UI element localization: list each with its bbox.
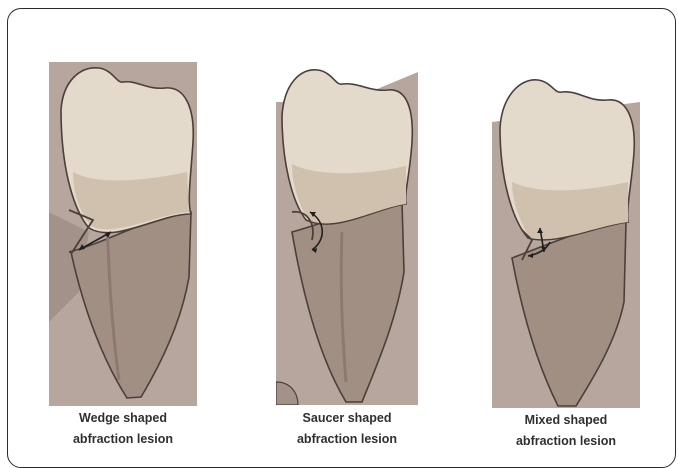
caption-saucer-line2: abfraction lesion	[276, 429, 418, 450]
caption-wedge-line2: abfraction lesion	[49, 429, 197, 450]
panel-wedge-tooth	[49, 62, 197, 406]
caption-saucer: Saucer shaped abfraction lesion	[276, 408, 418, 450]
caption-wedge: Wedge shaped abfraction lesion	[49, 408, 197, 450]
caption-mixed-line2: abfraction lesion	[492, 431, 640, 452]
wedge-tooth-illustration	[49, 62, 197, 406]
saucer-tooth-illustration	[276, 62, 418, 405]
mixed-tooth-illustration	[492, 62, 640, 408]
panel-mixed-tooth	[492, 62, 640, 408]
caption-mixed: Mixed shaped abfraction lesion	[492, 410, 640, 452]
caption-mixed-line1: Mixed shaped	[492, 410, 640, 431]
panel-saucer-tooth	[276, 62, 418, 405]
caption-saucer-line1: Saucer shaped	[276, 408, 418, 429]
caption-wedge-line1: Wedge shaped	[49, 408, 197, 429]
